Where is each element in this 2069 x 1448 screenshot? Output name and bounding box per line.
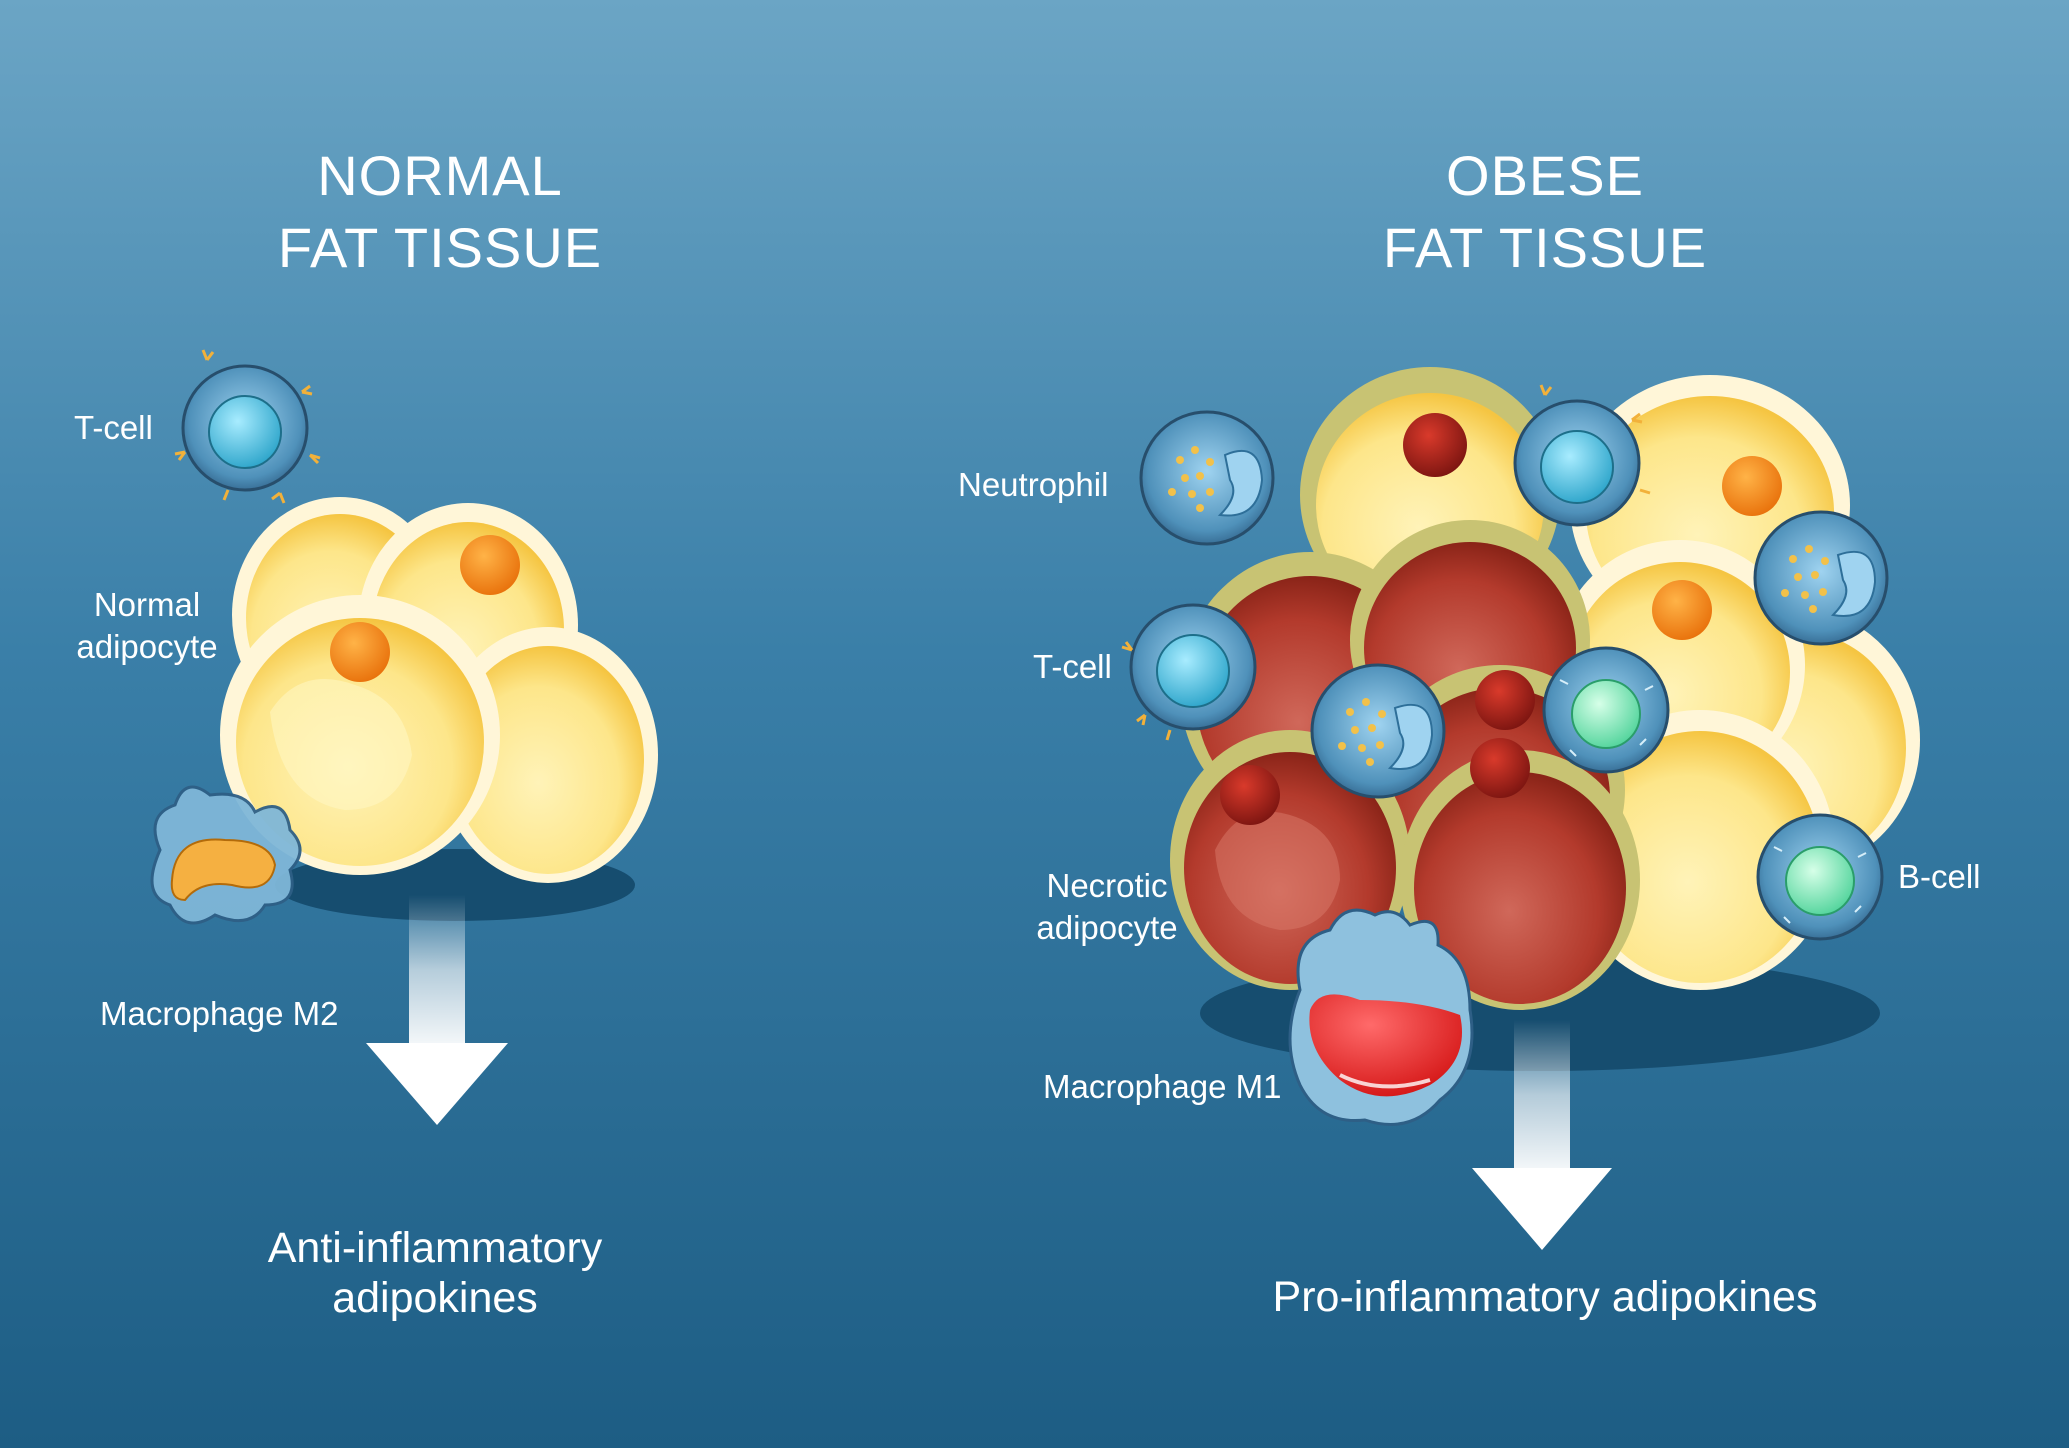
obese-adipocyte-right-front xyxy=(1565,710,1835,990)
normal-adipocyte-label-line1: Normal xyxy=(93,586,201,623)
obese-output-label: Pro-inflammatory adipokines xyxy=(1272,1273,1818,1321)
normal-output-label: Anti-inflammatory adipokines xyxy=(200,1223,670,1323)
obese-tissue-group xyxy=(1121,367,1920,1250)
macrophage-m2-label: Macrophage M2 xyxy=(100,995,339,1032)
obese-adipocyte-nucleus xyxy=(1722,456,1782,516)
normal-adipocyte-front-right xyxy=(438,627,658,883)
normal-output-line2: adipokines xyxy=(332,1274,538,1322)
normal-adipocyte-nucleus xyxy=(330,622,390,682)
obese-title: OBESE FAT TISSUE xyxy=(1280,140,1810,284)
normal-title: NORMAL FAT TISSUE xyxy=(180,140,700,284)
normal-output-line1: Anti-inflammatory xyxy=(267,1224,603,1272)
obese-title-line2: FAT TISSUE xyxy=(1382,216,1708,279)
obese-adipocyte-nucleus xyxy=(1403,413,1467,477)
necrotic-adipocyte-label: Necrotic adipocyte xyxy=(1022,865,1192,949)
necrotic-label-line2: adipocyte xyxy=(1036,909,1178,946)
normal-adipocyte-label: Normal adipocyte xyxy=(62,584,232,668)
necrotic-nucleus xyxy=(1475,670,1535,730)
obese-title-line1: OBESE xyxy=(1446,144,1644,207)
normal-t-cell-label: T-cell xyxy=(74,409,153,446)
normal-title-line2: FAT TISSUE xyxy=(277,216,603,279)
normal-adipocyte-front-left xyxy=(220,595,500,875)
necrotic-nucleus xyxy=(1220,765,1280,825)
necrotic-adipocyte-front-right xyxy=(1400,738,1640,1010)
normal-tissue-group xyxy=(150,349,658,1125)
normal-adipocyte-nucleus xyxy=(460,535,520,595)
obese-adipocyte-nucleus xyxy=(1652,580,1712,640)
macrophage-m1 xyxy=(1288,908,1474,1126)
macrophage-m1-label: Macrophage M1 xyxy=(1043,1068,1282,1105)
neutrophil-label: Neutrophil xyxy=(958,466,1109,503)
obese-t-cell-left xyxy=(1121,603,1257,741)
obese-t-cell-label: T-cell xyxy=(1033,648,1112,685)
obese-t-cell-top xyxy=(1513,384,1651,527)
normal-t-cell xyxy=(174,349,321,504)
necrotic-label-line1: Necrotic xyxy=(1046,867,1168,904)
normal-adipocyte-label-line2: adipocyte xyxy=(76,628,218,665)
necrotic-nucleus xyxy=(1470,738,1530,798)
b-cell-center xyxy=(1542,646,1670,774)
normal-title-line1: NORMAL xyxy=(317,144,563,207)
b-cell-label: B-cell xyxy=(1898,858,1981,895)
b-cell-right xyxy=(1756,813,1884,941)
normal-arrow xyxy=(366,895,508,1125)
obese-arrow xyxy=(1472,1020,1612,1250)
neutrophil-right xyxy=(1753,510,1889,646)
macrophage-m2 xyxy=(150,785,302,925)
neutrophil-left xyxy=(1139,410,1275,546)
neutrophil-center xyxy=(1310,663,1446,799)
